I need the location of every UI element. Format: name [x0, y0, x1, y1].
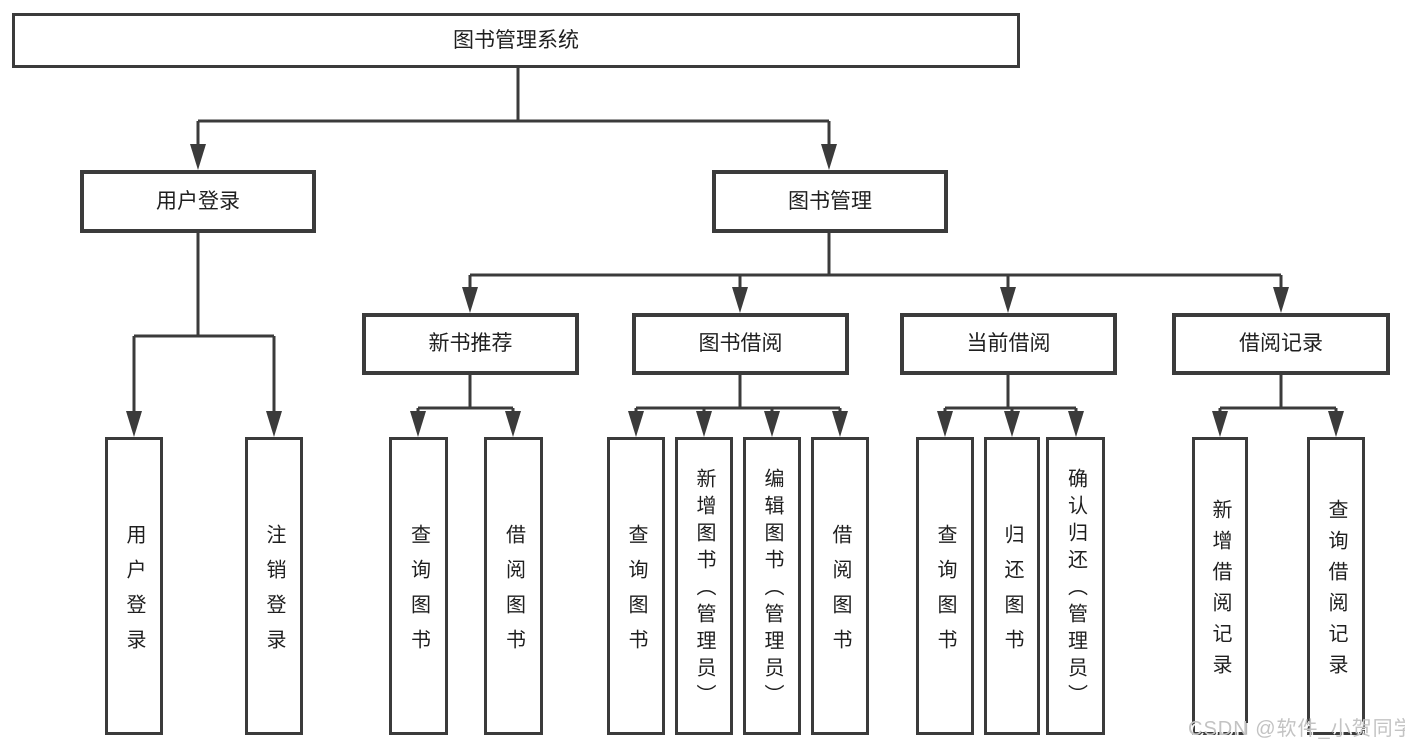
node-current-return-books-label: 归还图书 — [1001, 523, 1023, 664]
node-logout: 注销登录 — [245, 437, 303, 735]
node-logout-label: 注销登录 — [263, 523, 285, 664]
connector-book-management-children — [462, 233, 1289, 313]
node-book-management: 图书管理 — [712, 170, 948, 233]
node-new-book-recommendation-label: 新书推荐 — [428, 332, 513, 356]
node-user-login-label: 用户登录 — [156, 189, 240, 213]
connector-user-login-children — [126, 233, 282, 437]
node-current-return-books: 归还图书 — [984, 437, 1040, 735]
node-current-search-books-label: 查询图书 — [934, 523, 956, 664]
node-borrowing-records: 借阅记录 — [1172, 313, 1390, 375]
node-book-borrowing: 图书借阅 — [632, 313, 849, 375]
node-current-borrowing: 当前借阅 — [900, 313, 1117, 375]
node-current-borrowing-label: 当前借阅 — [966, 332, 1051, 356]
arrow-down-icon — [832, 411, 848, 437]
node-borrow-add-books-admin-label: 新增图书（管理员） — [693, 468, 715, 711]
connector-recommend-children — [410, 375, 521, 437]
node-login: 用户登录 — [105, 437, 163, 735]
node-login-label: 用户登录 — [123, 523, 145, 664]
node-recommend-search-books: 查询图书 — [389, 437, 448, 735]
node-records-add-record: 新增借阅记录 — [1192, 437, 1248, 735]
node-borrow-edit-books-admin-label: 编辑图书（管理员） — [761, 468, 783, 711]
arrow-down-icon — [266, 411, 282, 437]
arrow-down-icon — [410, 411, 426, 437]
csdn-watermark: CSDN @软件_小贺同学 — [1188, 718, 1405, 740]
node-book-borrowing-label: 图书借阅 — [698, 332, 783, 356]
node-current-confirm-return-admin: 确认归还（管理员） — [1046, 437, 1105, 735]
connector-current-children — [937, 375, 1084, 437]
arrow-down-icon — [462, 287, 478, 313]
node-root: 图书管理系统 — [12, 13, 1020, 68]
arrow-down-icon — [764, 411, 780, 437]
node-current-confirm-return-admin-label: 确认归还（管理员） — [1064, 468, 1087, 711]
arrow-down-icon — [1212, 411, 1228, 437]
node-records-search-record-label: 查询借阅记录 — [1325, 498, 1347, 685]
node-recommend-search-books-label: 查询图书 — [407, 523, 430, 664]
arrow-down-icon — [505, 411, 521, 437]
node-borrow-search-books-label: 查询图书 — [625, 523, 647, 664]
node-borrow-borrow-books-label: 借阅图书 — [829, 523, 851, 664]
arrow-down-icon — [937, 411, 953, 437]
arrow-down-icon — [1004, 411, 1020, 437]
arrow-down-icon — [1000, 287, 1016, 313]
node-recommend-borrow-books: 借阅图书 — [484, 437, 543, 735]
node-borrow-borrow-books: 借阅图书 — [811, 437, 869, 735]
node-user-login: 用户登录 — [80, 170, 316, 233]
node-recommend-borrow-books-label: 借阅图书 — [502, 523, 525, 664]
node-borrow-search-books: 查询图书 — [607, 437, 665, 735]
node-borrow-add-books-admin: 新增图书（管理员） — [675, 437, 733, 735]
arrow-down-icon — [732, 287, 748, 313]
arrow-down-icon — [821, 144, 837, 170]
node-records-add-record-label: 新增借阅记录 — [1209, 498, 1231, 685]
connector-borrowing-children — [628, 375, 848, 437]
arrow-down-icon — [628, 411, 644, 437]
connector-records-children — [1212, 375, 1344, 437]
arrow-down-icon — [1068, 411, 1084, 437]
node-borrow-edit-books-admin: 编辑图书（管理员） — [743, 437, 801, 735]
arrow-down-icon — [190, 144, 206, 170]
arrow-down-icon — [126, 411, 142, 437]
node-root-label: 图书管理系统 — [453, 28, 579, 52]
connector-root-to-level2 — [190, 68, 837, 170]
arrow-down-icon — [1273, 287, 1289, 313]
node-book-management-label: 图书管理 — [788, 189, 872, 213]
node-new-book-recommendation: 新书推荐 — [362, 313, 579, 375]
arrow-down-icon — [696, 411, 712, 437]
node-records-search-record: 查询借阅记录 — [1307, 437, 1365, 735]
arrow-down-icon — [1328, 411, 1344, 437]
node-current-search-books: 查询图书 — [916, 437, 974, 735]
node-borrowing-records-label: 借阅记录 — [1239, 332, 1323, 356]
